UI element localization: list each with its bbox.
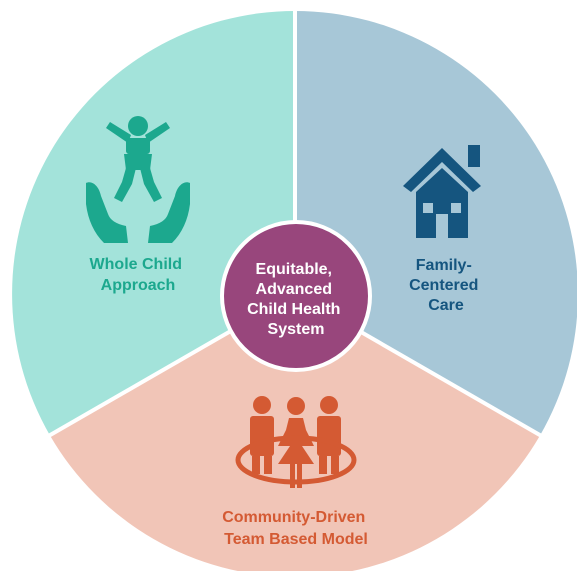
center-circle — [220, 220, 372, 372]
center-label-line: Advanced — [256, 281, 332, 298]
house-icon — [403, 145, 481, 238]
label-line: Team Based Model — [224, 531, 368, 548]
child-in-hands-icon — [86, 116, 190, 243]
label-whole-child-approach: Whole Child Approach — [90, 256, 187, 294]
center-label-line: Equitable, — [256, 261, 332, 278]
label-line: Approach — [101, 277, 176, 294]
group-of-people-icon — [235, 396, 357, 488]
label-line: Care — [428, 297, 464, 314]
label-line: Family- — [416, 257, 472, 274]
center-label: Equitable, Advanced Child Health System — [247, 261, 345, 338]
label-line: Whole Child — [90, 256, 182, 273]
center-label-line: Child Health — [247, 301, 340, 318]
label-line: Community-Driven — [222, 509, 365, 526]
center-label-line: System — [268, 321, 325, 338]
label-line: Centered — [409, 277, 478, 294]
label-family-centered-care: Family- Centered Care — [409, 257, 483, 314]
segment-whole-child-approach — [12, 11, 295, 436]
label-community-driven-team-model: Community-Driven Team Based Model — [222, 509, 370, 548]
